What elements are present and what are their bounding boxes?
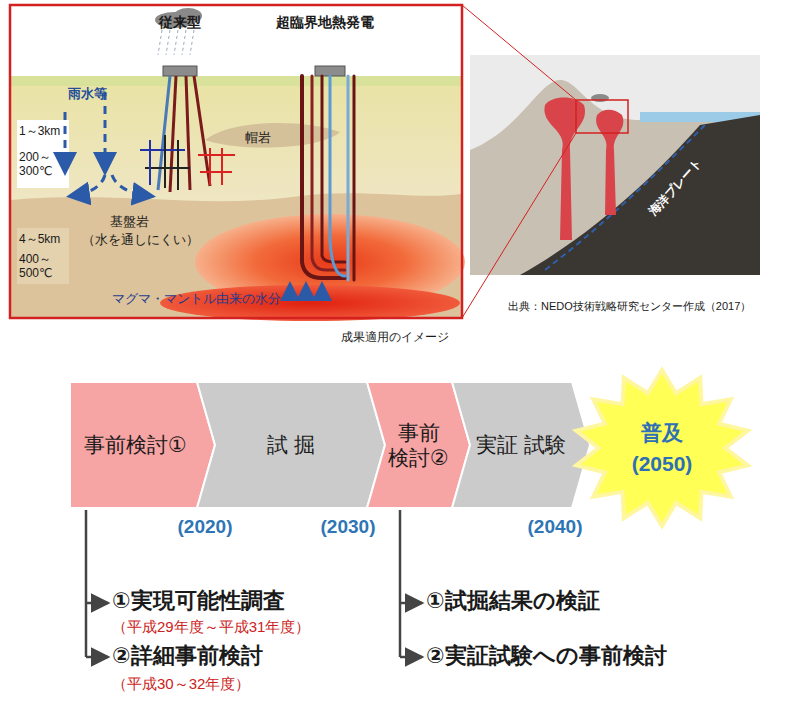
node-shape: [367, 382, 470, 508]
geology-section: [10, 5, 465, 321]
depth-label: 1～3km: [19, 124, 67, 138]
year-label: (2020): [170, 516, 240, 539]
figure-caption: 成果適用のイメージ: [300, 330, 490, 344]
goal-text: 普及: [641, 420, 683, 445]
source-note: 出典：NEDO技術戦略研究センター作成（2017）: [508, 300, 778, 313]
depth-label: 4～5km: [19, 232, 67, 246]
plate-label: 海洋プレート: [633, 142, 717, 233]
period-note: （平成29年度～平成31年度）: [112, 618, 372, 636]
node-body: 試 掘: [197, 382, 385, 508]
goal-text: (2050): [632, 451, 693, 476]
fluid-label: マグマ・マントル由来の水分: [112, 291, 312, 307]
water-label: 雨水等: [68, 86, 118, 102]
phase-chevron: 試 掘: [197, 382, 385, 508]
phase-chevron: 実証 試験: [452, 382, 590, 508]
task-item: ①実現可能性調査: [112, 588, 342, 614]
goal-starburst: 普及 (2050): [572, 368, 752, 528]
task-item: ①試掘結果の検証: [426, 588, 726, 614]
rock-label: 帽岩: [245, 130, 285, 146]
phase-chevron: 事前 検討②: [367, 382, 470, 508]
plate-panel: [462, 5, 760, 318]
node-body: 事前検討①: [70, 382, 215, 508]
period-note: （平成30～32年度）: [112, 675, 342, 693]
well-label: 従来型: [150, 14, 210, 31]
rock-note: （水を通しにくい）: [82, 232, 212, 248]
node-body: 実証 試験: [452, 382, 590, 508]
year-label: (2040): [520, 516, 590, 539]
phase-text: 試 掘: [267, 432, 315, 457]
well-label: 超臨界地熱発電: [265, 14, 385, 31]
node-body: 事前 検討②: [367, 382, 470, 508]
phase-text: 実証 試験: [476, 432, 566, 457]
temperature-label: 400～ 500℃: [19, 252, 63, 281]
node-body: 普及 (2050): [572, 368, 752, 528]
phase-chevron: 事前検討①: [70, 382, 215, 508]
temperature-label: 200～ 300℃: [19, 150, 63, 179]
phase-text: 事前 検討②: [385, 420, 452, 470]
phase-text: 事前検討①: [84, 432, 187, 457]
node-shape: [572, 368, 752, 528]
task-item: ②詳細事前検討: [112, 643, 342, 669]
rock-label: 基盤岩: [110, 214, 170, 230]
year-label: (2030): [313, 516, 383, 539]
bracket-lines: [86, 510, 422, 657]
task-item: ②実証試験への事前検討: [426, 643, 766, 669]
